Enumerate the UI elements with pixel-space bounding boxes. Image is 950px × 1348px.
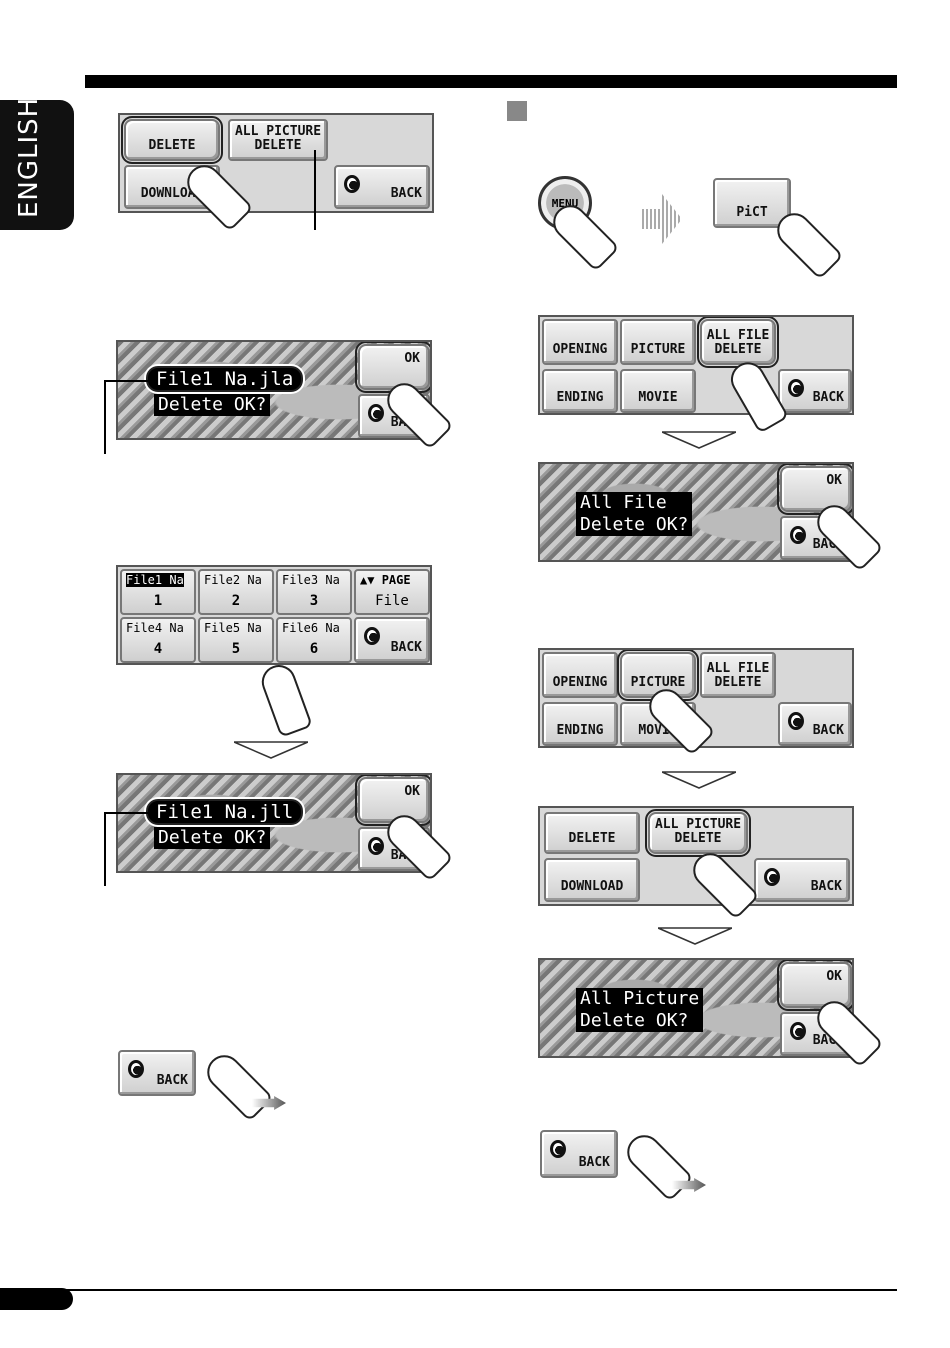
pict-button[interactable]: PiCT (713, 178, 791, 228)
finger-pointer-icon (620, 1128, 694, 1202)
footer-rule (0, 1289, 897, 1291)
section-bullet (507, 101, 527, 121)
down-arrow-icon (662, 431, 736, 449)
page-arrows-icon: ▲▼ (360, 573, 375, 587)
picture-delete-menu-screen: DELETE ALL PICTURE DELETE DOWNLOAD BACK (538, 806, 854, 906)
all-picture-delete-button[interactable]: ALL PICTURE DELETE (228, 119, 328, 161)
back-button[interactable]: BACK (540, 1130, 618, 1178)
confirm-all-file-screen: All File Delete OK? OK BACK (538, 462, 854, 562)
language-tab (0, 100, 74, 230)
callout-line (104, 380, 106, 454)
language-label: ENGLISH (14, 96, 44, 218)
right-arrow-icon (642, 194, 682, 244)
header-rule (85, 75, 897, 88)
ok-button[interactable]: OK (355, 342, 430, 393)
ending-button[interactable]: ENDING (542, 369, 618, 413)
callout-line (314, 150, 316, 230)
timer-icon (764, 868, 780, 886)
down-arrow-icon (662, 771, 736, 789)
slide-arrow-icon (252, 1096, 286, 1110)
confirm-message: All Picture Delete OK? (576, 988, 704, 1032)
ok-button[interactable]: OK (777, 960, 852, 1011)
back-button[interactable]: BACK (778, 369, 852, 413)
timer-icon (368, 404, 384, 422)
timer-icon (788, 712, 804, 730)
confirm-all-picture-screen: All Picture Delete OK? OK BACK (538, 958, 854, 1058)
ok-button[interactable]: OK (355, 775, 430, 826)
ending-button[interactable]: ENDING (542, 702, 618, 746)
delete-button[interactable]: DELETE (121, 116, 223, 164)
timer-icon (790, 1022, 806, 1040)
back-button[interactable]: BACK (118, 1050, 196, 1096)
callout-line (104, 812, 148, 814)
file-name-label: File1 Na.jla (146, 366, 304, 392)
callout-line (104, 812, 106, 886)
delete-button[interactable]: DELETE (544, 812, 640, 854)
movie-button[interactable]: MOVIE (620, 369, 696, 413)
back-button[interactable]: BACK (754, 858, 850, 902)
confirm-message: Delete OK? (154, 827, 271, 849)
confirm-message: Delete OK? (154, 394, 271, 416)
down-arrow-icon (658, 927, 732, 945)
timer-icon (344, 175, 360, 193)
back-button[interactable]: BACK (334, 165, 430, 209)
timer-icon (368, 837, 384, 855)
page-number-tab (0, 1288, 73, 1310)
opening-button[interactable]: OPENING (542, 319, 618, 365)
confirm-message: All File Delete OK? (576, 492, 693, 536)
slide-arrow-icon (672, 1178, 706, 1192)
all-picture-delete-button[interactable]: ALL PICTURE DELETE (645, 809, 751, 857)
back-button[interactable]: BACK (354, 617, 430, 663)
finger-pointer-icon (257, 660, 313, 738)
down-arrow-icon (234, 741, 308, 759)
callout-line (104, 380, 148, 382)
all-file-delete-button[interactable]: ALL FILE DELETE (697, 317, 779, 368)
timer-icon (128, 1060, 144, 1078)
timer-icon (364, 627, 380, 645)
timer-icon (790, 526, 806, 544)
back-button[interactable]: BACK (778, 702, 852, 746)
picture-delete-menu-screen: DELETE ALL PICTURE DELETE DOWNLOAD BACK (118, 113, 434, 213)
all-file-delete-button[interactable]: ALL FILE DELETE (700, 652, 776, 698)
picture-button[interactable]: PICTURE (620, 319, 696, 365)
ok-button[interactable]: OK (777, 464, 852, 515)
pict-menu-screen: OPENING PICTURE ALL FILE DELETE ENDING M… (538, 315, 854, 415)
timer-icon (788, 379, 804, 397)
finger-pointer-icon (200, 1048, 274, 1122)
timer-icon (550, 1140, 566, 1158)
file-name-label: File1 Na.jll (146, 799, 304, 825)
download-button[interactable]: DOWNLOAD (544, 858, 640, 902)
opening-button[interactable]: OPENING (542, 652, 618, 698)
